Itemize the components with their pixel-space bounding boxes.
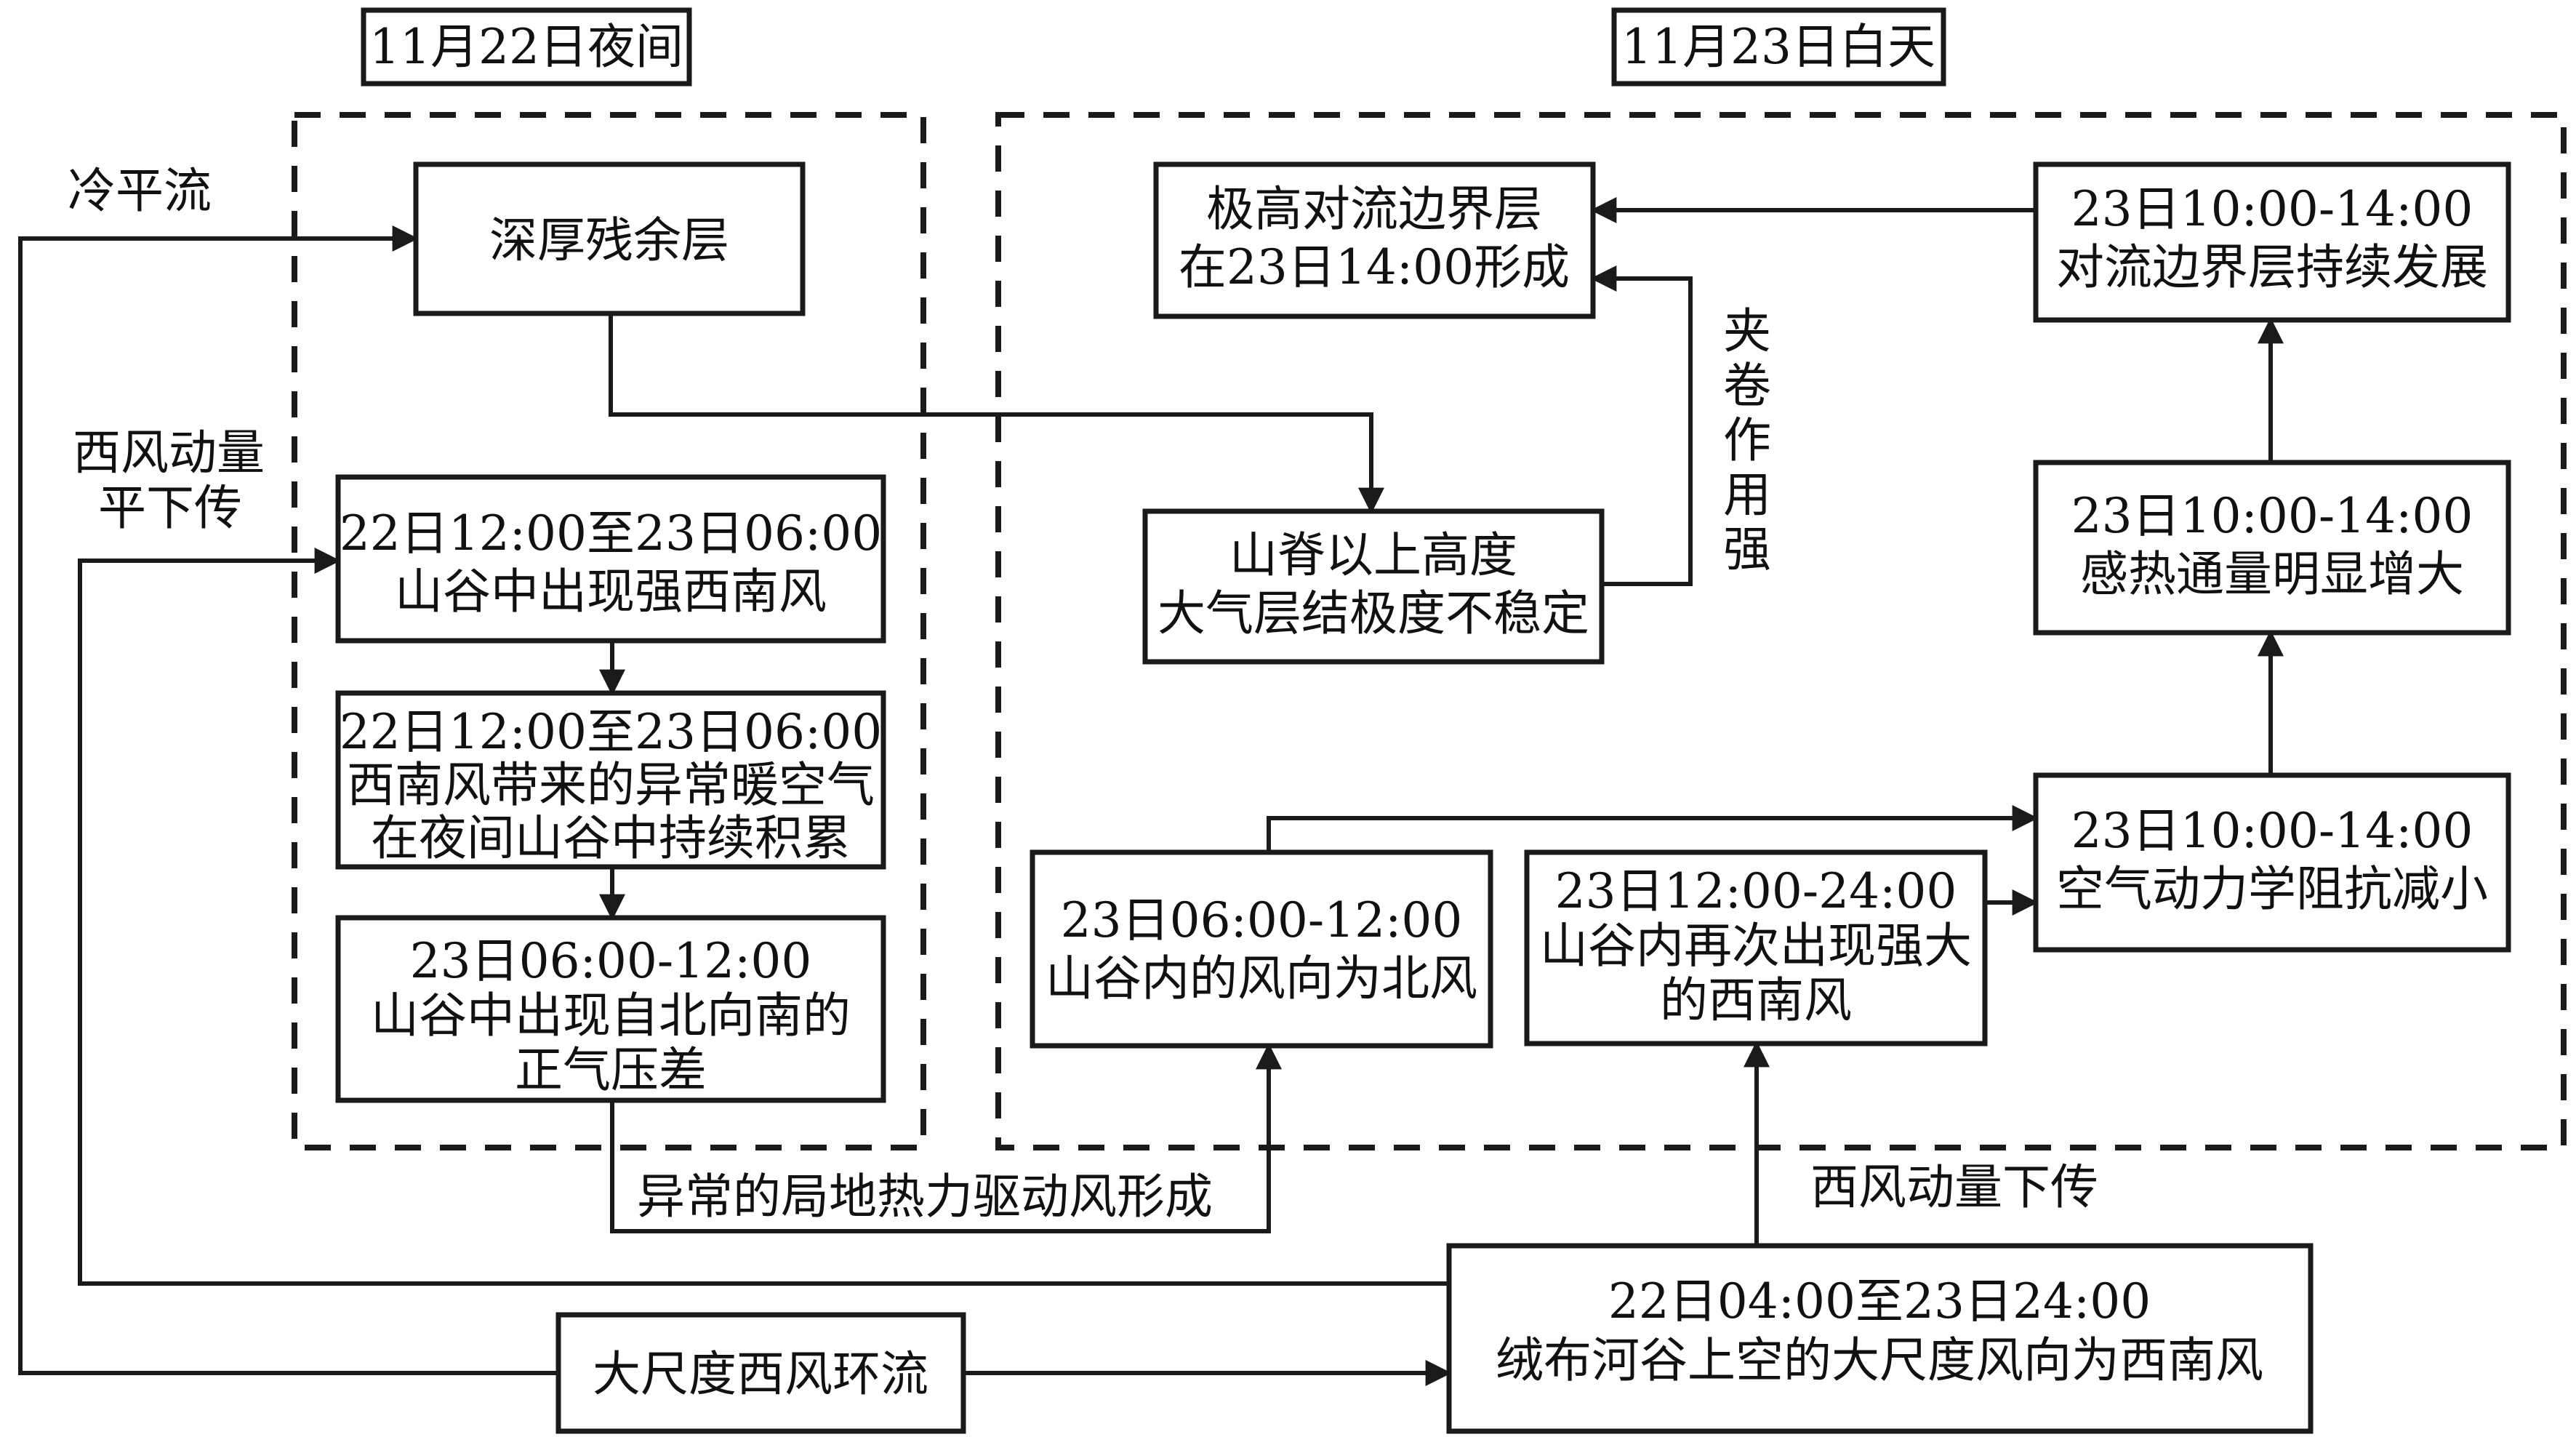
entrainment-char: 强 [1723, 521, 1771, 577]
north-to-aero-arrow [1267, 805, 2039, 852]
box-text-line: 23日06:00-12:00 [1061, 892, 1463, 948]
cold-advection-arrow [18, 225, 571, 1375]
entrainment-label: 夹卷作用强 [1723, 303, 1771, 577]
box-text-line: 在23日14:00形成 [1179, 239, 1570, 295]
box-text-line: 的西南风 [1660, 972, 1852, 1028]
pressure-to-north-arrow [610, 1043, 1282, 1233]
box-thermal-wind: 异常的局地热力驱动风形成 [637, 1169, 1213, 1225]
box-text-line: 山脊以上高度 [1229, 527, 1517, 583]
box-sensible-heat: 23日10:00-14:00 感热通量明显增大 [2033, 460, 2511, 636]
box-text-line: 正气压差 [515, 1042, 707, 1098]
box-text-line: 大尺度西风环流 [593, 1346, 928, 1402]
box-text-line: 23日10:00-14:00 [2071, 803, 2473, 859]
box-text-line: 山谷中出现自北向南的 [371, 988, 851, 1044]
box-text-line: 23日12:00-24:00 [1555, 863, 1957, 919]
box-text-line: 感热通量明显增大 [2080, 546, 2464, 602]
entrainment-char: 作 [1723, 412, 1771, 468]
box-sw-wind-valley: 22日12:00至23日06:00 山谷中出现强西南风 [335, 474, 886, 644]
box-text-line: 空气动力学阻抗减小 [2056, 861, 2488, 917]
box-text-line: 绒布河谷上空的大尺度风向为西南风 [1496, 1332, 2263, 1388]
box-large-scale-circulation: 大尺度西风环流 [555, 1312, 966, 1434]
box-text-line: 山谷内再次出现强大 [1540, 918, 1972, 974]
box-north-wind: 23日06:00-12:00 山谷内的风向为北风 [1030, 849, 1493, 1049]
box-text-line: 山谷内的风向为北风 [1046, 950, 1477, 1006]
box-sw-again: 23日12:00-24:00 山谷内再次出现强大 的西南风 [1524, 849, 1988, 1046]
night-region [292, 112, 926, 1150]
box-text-line: 极高对流边界层 [1206, 181, 1542, 237]
entrainment-char: 用 [1723, 467, 1771, 523]
thermal-wind-label: 异常的局地热力驱动风形成 [637, 1169, 1213, 1225]
box-pressure-diff: 23日06:00-12:00 山谷中出现自北向南的 正气压差 [335, 915, 886, 1103]
box-text-line: 23日06:00-12:00 [410, 933, 812, 989]
box-residual-layer: 深厚残余层 [413, 161, 806, 316]
westerly-flat-label-line2: 平下传 [98, 480, 242, 536]
box-warm-air: 22日12:00至23日06:00 西南风带来的异常暖空气 在夜间山谷中持续积累 [335, 690, 886, 870]
entrainment-arrow [1590, 265, 1693, 586]
box-text-line: 大气层结极度不稳定 [1157, 585, 1589, 641]
box-text-line: 22日04:00至23日24:00 [1608, 1273, 2151, 1329]
day-region [995, 112, 2567, 1150]
box-text-line: 22日12:00至23日06:00 [340, 505, 882, 561]
header-night: 11月22日夜间 [361, 7, 692, 87]
westerly-down-label: 西风动量下传 [1810, 1159, 2098, 1215]
header-day: 11月23日白天 [1611, 7, 1946, 87]
connectors [18, 197, 2284, 1386]
box-text-line: 22日12:00至23日06:00 [340, 704, 882, 760]
box-text-line: 23日10:00-14:00 [2071, 488, 2473, 544]
entrainment-char: 夹 [1723, 303, 1771, 359]
box-text-line: 山谷中出现强西南风 [395, 564, 827, 620]
box-high-cbl: 极高对流边界层 在23日14:00形成 [1153, 161, 1596, 319]
box-unstable: 山脊以上高度 大气层结极度不稳定 [1142, 508, 1605, 665]
cold-advection-label: 冷平流 [68, 163, 212, 219]
box-text-line: 西南风带来的异常暖空气 [347, 757, 875, 813]
header-night-text: 11月22日夜间 [369, 19, 683, 75]
box-cbl-develop: 23日10:00-14:00 对流边界层持续发展 [2033, 161, 2511, 323]
header-day-text: 11月23日白天 [1621, 19, 1935, 75]
box-large-scale-sw: 22日04:00至23日24:00 绒布河谷上空的大尺度风向为西南风 [1446, 1243, 2314, 1434]
entrainment-char: 卷 [1723, 358, 1771, 414]
box-text-line: 深厚残余层 [489, 212, 729, 268]
box-text-line: 在夜间山谷中持续积累 [371, 810, 851, 866]
westerly-flat-arrow [78, 548, 1451, 1286]
residual-to-unstable-arrow [609, 313, 1384, 514]
box-text-line: 23日10:00-14:00 [2071, 181, 2473, 237]
westerly-flat-label-line1: 西风动量 [73, 425, 265, 481]
box-aero-resistance: 23日10:00-14:00 空气动力学阻抗减小 [2033, 772, 2511, 953]
box-text-line: 对流边界层持续发展 [2056, 239, 2488, 295]
